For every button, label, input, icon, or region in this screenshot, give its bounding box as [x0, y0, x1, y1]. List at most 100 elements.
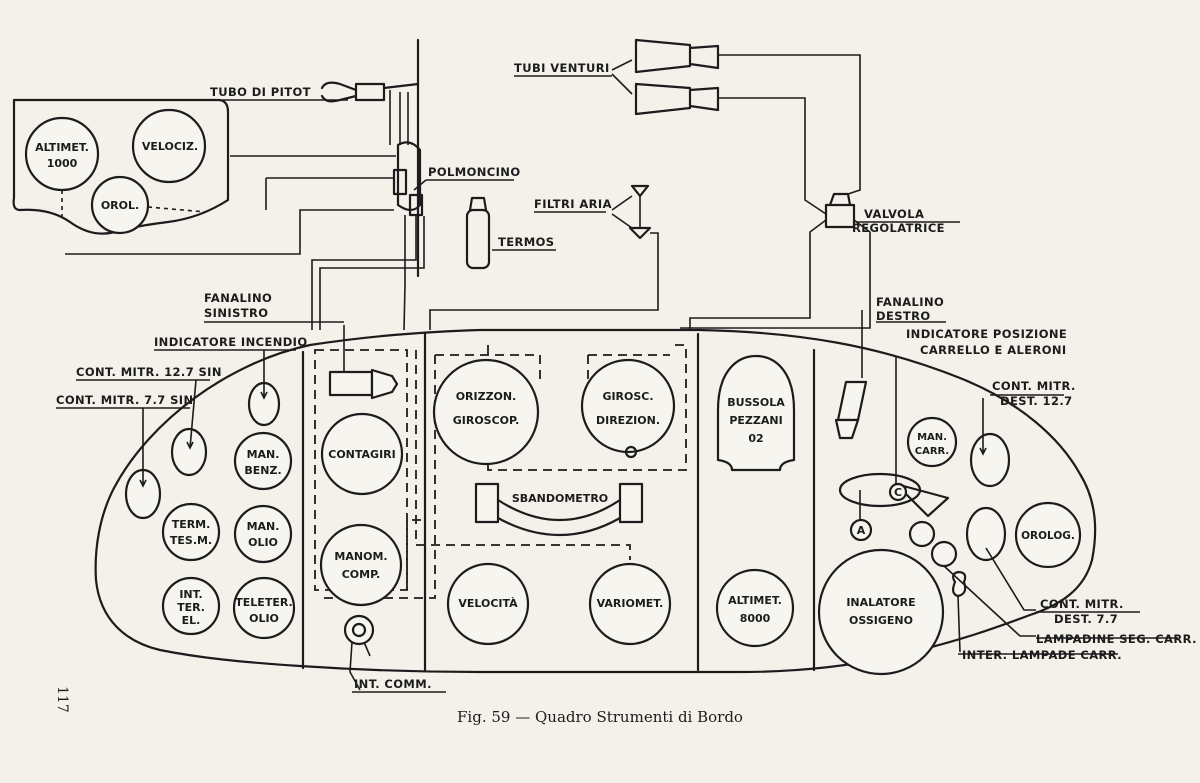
thermos-bottle	[465, 208, 491, 270]
airspeed-gauge-aux	[131, 108, 207, 184]
thermos-cap	[468, 196, 488, 212]
label-altimet-1000-1: ALTIMET.	[35, 141, 89, 154]
label-ind-posizione-1: INDICATORE POSIZIONE	[906, 327, 1067, 341]
teleter-olio-gauge	[232, 576, 296, 640]
upper-leader-lines	[56, 75, 1178, 693]
label-man-olio-2: OLIO	[248, 536, 278, 549]
sbandometro-ends	[474, 482, 644, 524]
label-cont-mitr-77-sin: CONT. MITR. 7.7 SIN	[56, 393, 193, 407]
mark-a-circle	[849, 518, 873, 542]
label-lampadine: LAMPADINE SEG. CARR.	[1036, 632, 1197, 646]
gyro-knob	[624, 445, 638, 459]
altimeter-1000-gauge	[24, 116, 100, 192]
label-indicatore-incendio: INDICATORE INCENDIO	[154, 335, 308, 349]
left-lamp-lens	[370, 368, 399, 400]
clock-dashed-link	[147, 206, 207, 213]
altimeter-8000-gauge	[715, 568, 795, 648]
gear-indicator-links	[859, 356, 897, 520]
lamp-green	[908, 520, 936, 548]
left-lamp-body	[328, 370, 374, 397]
label-int-comm: INT. COMM.	[354, 677, 432, 691]
pitot-tube	[320, 81, 420, 103]
label-orizzon-1: ORIZZON.	[456, 390, 517, 403]
right-lamp-lens	[834, 418, 860, 440]
label-orizzon-2: GIROSCOP.	[453, 414, 520, 427]
inter-el-gauge	[161, 576, 221, 636]
contagiri-gauge	[320, 412, 404, 496]
label-tubi-venturi: TUBI VENTURI	[514, 61, 610, 75]
label-man-carr-1: MAN.	[917, 432, 947, 443]
cont-mitr-77-sin-pointer	[139, 408, 147, 488]
air-filter-pointer	[611, 195, 633, 229]
incendio-pointer	[260, 350, 268, 400]
figure-caption: Fig. 59 — Quadro Strumenti di Bordo	[457, 708, 743, 726]
label-cont-mitr-dest-127-2: DEST. 12.7	[1000, 394, 1073, 408]
label-regolatrice: REGOLATRICE	[852, 221, 945, 235]
man-benz-gauge	[233, 431, 293, 491]
label-altimet-8000-1: ALTIMET.	[728, 594, 782, 607]
label-polmoncino: POLMONCINO	[428, 165, 521, 179]
label-cont-mitr-127-sin: CONT. MITR. 12.7 SIN	[76, 365, 222, 379]
sbandometro-tube	[496, 498, 622, 537]
panel-dividers	[301, 332, 816, 672]
label-teleter-2: OLIO	[249, 612, 279, 625]
piping-solid	[65, 54, 871, 331]
variometer-gauge	[588, 562, 672, 646]
label-inter-el-1: INT.	[179, 588, 202, 601]
label-girosc-2: DIREZION.	[596, 414, 660, 427]
label-mark-c: C	[894, 486, 902, 499]
man-carr-gauge	[906, 416, 958, 468]
label-inalatore-2: OSSIGENO	[849, 614, 913, 627]
label-bussola-3: 02	[748, 432, 763, 445]
label-teleter-1: TELETER.	[235, 596, 292, 609]
label-variomet: VARIOMET.	[597, 597, 664, 610]
label-manom-2: COMP.	[342, 568, 381, 581]
orolog-gauge	[1014, 501, 1082, 569]
label-ind-posizione-2: CARRELLO E ALERONI	[920, 343, 1067, 357]
directional-gyro-gauge	[580, 358, 676, 454]
lamp-red	[930, 540, 958, 568]
inalatore-ossigeno-gauge	[817, 548, 945, 676]
cont-mitr-127-sin-pointer	[186, 379, 197, 450]
venturi-tube-lower	[634, 82, 720, 116]
label-orolog: OROLOG.	[1021, 530, 1075, 542]
label-cont-mitr-dest-77-2: DEST. 7.7	[1054, 612, 1118, 626]
int-comm-switch	[343, 614, 375, 646]
int-comm-pointer	[349, 641, 371, 691]
lampadine-pointer	[943, 565, 1036, 637]
label-contagiri: CONTAGIRI	[328, 448, 395, 461]
label-cont-mitr-dest-127-1: CONT. MITR.	[992, 379, 1076, 393]
label-term-2: TES.M.	[170, 534, 212, 547]
clock-gauge-aux	[90, 175, 150, 235]
label-man-benz-2: BENZ.	[244, 464, 281, 477]
label-bussola-2: PEZZANI	[729, 414, 782, 427]
manom-comp-gauge	[319, 523, 403, 607]
label-valvola: VALVOLA	[864, 207, 924, 221]
label-altimet-1000-2: 1000	[47, 157, 78, 170]
cont-mitr-dest-77-pointer	[985, 547, 1036, 611]
cont-mitr-dest-77-gauge	[965, 506, 1007, 562]
venturi-tube-upper	[634, 38, 720, 74]
airspeed-gauge-main	[446, 562, 530, 646]
right-lamp-body	[836, 380, 868, 422]
label-fanalino-dx-2: DESTRO	[876, 309, 931, 323]
int-comm-knob	[351, 622, 367, 638]
artificial-horizon-gauge	[432, 358, 540, 466]
label-inter-el-2: TER.	[177, 601, 205, 614]
air-filter-lower	[628, 226, 652, 240]
label-inter-lampade: INTER. LAMPADE CARR.	[962, 648, 1122, 662]
label-velocita: VELOCITÀ	[458, 597, 518, 610]
left-small-gauges	[124, 381, 281, 520]
man-olio-gauge	[233, 504, 293, 564]
label-fanalino-sx-2: SINISTRO	[204, 306, 268, 320]
label-mark-a: A	[857, 524, 866, 537]
label-altimet-8000-2: 8000	[740, 612, 771, 625]
regulator-valve-body	[824, 203, 856, 229]
regulator-valve-top	[828, 192, 852, 207]
label-inalatore-1: INALATORE	[846, 596, 915, 609]
label-man-olio-1: MAN.	[247, 520, 280, 533]
label-girosc-1: GIROSC.	[602, 390, 653, 403]
label-termos: TERMOS	[498, 235, 554, 249]
